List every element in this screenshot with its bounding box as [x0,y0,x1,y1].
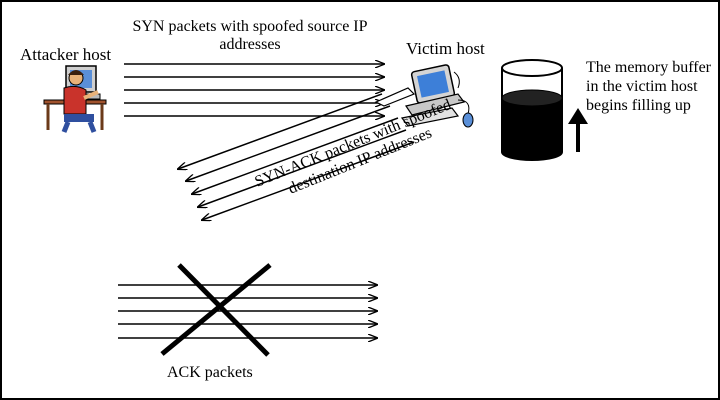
synack-arrow [198,129,407,207]
buffer-label-line: The memory buffer [586,59,711,76]
syn-arrows [124,64,384,116]
memory-buffer-label: The memory buffer in the victim host beg… [586,58,711,115]
synack-arrow [178,93,383,169]
buffer-label-line: begins filling up [586,97,691,114]
attacker-at-computer-icon [43,65,107,133]
ack-arrows [118,285,377,338]
cross-out-icon [160,263,272,357]
up-arrow-icon [568,108,588,152]
syn-packets-label: SYN packets with spoofed source IP addre… [120,18,380,54]
victim-computer-icon [374,64,474,128]
syn-label-line: SYN packets with spoofed source IP [132,18,368,35]
synack-arrow [202,141,415,220]
synack-arrow [192,117,399,194]
ack-packets-label: ACK packets [167,364,253,381]
buffer-label-line: in the victim host [586,78,698,95]
memory-buffer-cylinder-icon [501,59,563,161]
synack-arrows [178,93,415,220]
syn-label-line: addresses [219,36,281,53]
attacker-host-label: Attacker host [20,45,112,64]
synack-arrow [186,105,391,181]
victim-host-label: Victim host [406,39,485,58]
